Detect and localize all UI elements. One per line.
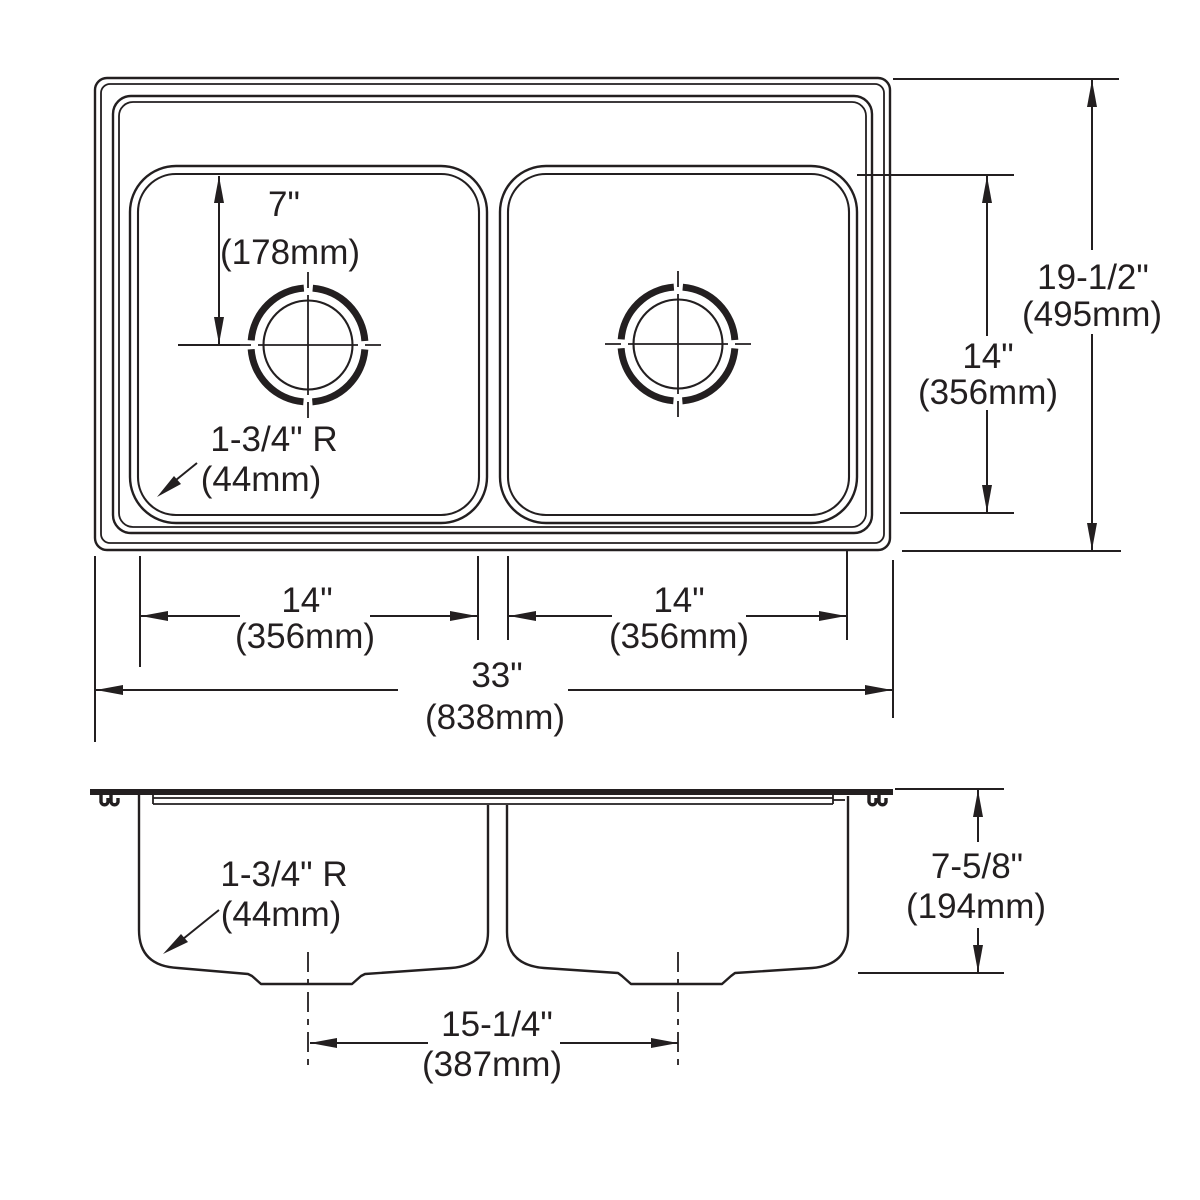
- dim-overall-front-to-back: 19-1/2" (495mm): [893, 78, 1162, 552]
- arrowhead-right: [651, 1038, 678, 1048]
- left-bowl-inner-line: [136, 172, 481, 517]
- arrowhead-up: [1087, 80, 1097, 107]
- dim-label-metric: (356mm): [235, 617, 375, 656]
- dim-label-imperial: 14": [281, 581, 332, 620]
- arrowhead-down: [214, 317, 224, 344]
- top-view: 7" (178mm) 1-3/4" R (44mm) 14" (356mm): [93, 76, 1162, 742]
- arrowhead-down: [1087, 523, 1097, 550]
- right-bowl-rim: [498, 164, 859, 525]
- dim-label-metric: (495mm): [1022, 295, 1162, 334]
- sink-deck-edge: [111, 94, 874, 535]
- dim-label-metric: (356mm): [918, 373, 1058, 412]
- dim-left-bowl-width: 14" (356mm): [139, 556, 479, 667]
- arrowhead-up: [982, 176, 992, 203]
- right-bowl-profile: [505, 796, 850, 986]
- arrowhead-up: [214, 176, 224, 203]
- dim-label-metric: (356mm): [609, 617, 749, 656]
- left-bowl-profile: [137, 795, 490, 986]
- radius-label-imperial: 1-3/4" R: [210, 420, 337, 459]
- dim-overall-width: 33" (838mm): [94, 556, 894, 742]
- sink-outer-edge-inner-line: [100, 83, 885, 544]
- dim-label-metric: (838mm): [425, 698, 565, 737]
- dim-label-imperial: 33": [471, 656, 522, 695]
- clip-hook-icon: [109, 795, 120, 807]
- dim-drain-offset: 7" (178mm): [178, 176, 360, 346]
- arrowhead-left: [509, 611, 536, 621]
- arrowhead-down: [973, 945, 983, 972]
- leader-line: [175, 462, 198, 481]
- dim-label-imperial: 7": [268, 185, 300, 224]
- radius-label-metric: (44mm): [201, 460, 322, 499]
- leader-arrowhead: [157, 476, 181, 497]
- dim-label-metric: (387mm): [422, 1045, 562, 1084]
- arrowhead-up: [973, 790, 983, 817]
- arrowhead-down: [982, 485, 992, 512]
- clip-hook-icon: [867, 795, 878, 807]
- leader-line: [182, 909, 220, 940]
- clip-hook-icon: [877, 795, 888, 807]
- right-drain: [605, 271, 751, 417]
- arrowhead-right: [450, 611, 477, 621]
- right-mounting-clip: [867, 795, 888, 807]
- dim-bowl-depth: 7-5/8" (194mm): [858, 788, 1046, 974]
- front-view: 1-3/4" R (44mm) 7-5/8" (194mm) 15-1/4" (…: [90, 788, 1046, 1084]
- leader-arrowhead: [163, 934, 188, 954]
- arrowhead-left: [141, 611, 168, 621]
- callout-corner-radius-top-view: 1-3/4" R (44mm): [157, 420, 338, 499]
- dim-bowl-front-to-back: 14" (356mm): [857, 174, 1058, 514]
- dim-label-imperial: 19-1/2": [1037, 258, 1149, 297]
- dim-right-bowl-width: 14" (356mm): [507, 550, 848, 656]
- sink-deck-edge-inner-line: [118, 101, 867, 528]
- dim-label-metric: (178mm): [220, 233, 360, 272]
- clip-hook-icon: [99, 795, 110, 807]
- radius-label-imperial: 1-3/4" R: [220, 855, 347, 894]
- dim-label-imperial: 7-5/8": [931, 847, 1023, 886]
- arrowhead-right: [819, 611, 846, 621]
- left-bowl-rim: [128, 164, 489, 525]
- callout-corner-radius-front-view: 1-3/4" R (44mm): [163, 855, 348, 954]
- radius-label-metric: (44mm): [221, 895, 342, 934]
- left-drain: [235, 272, 381, 418]
- dim-drain-spacing: 15-1/4" (387mm): [310, 1005, 678, 1084]
- dim-label-metric: (194mm): [906, 887, 1046, 926]
- arrowhead-right: [865, 685, 892, 695]
- dim-label-imperial: 14": [962, 337, 1013, 376]
- arrowhead-left: [310, 1038, 337, 1048]
- right-bowl-inner-line: [506, 172, 851, 517]
- left-mounting-clip: [99, 795, 120, 807]
- arrowhead-left: [96, 685, 123, 695]
- sink-outer-edge: [93, 76, 892, 552]
- dim-label-imperial: 14": [653, 581, 704, 620]
- dim-label-imperial: 15-1/4": [441, 1005, 553, 1044]
